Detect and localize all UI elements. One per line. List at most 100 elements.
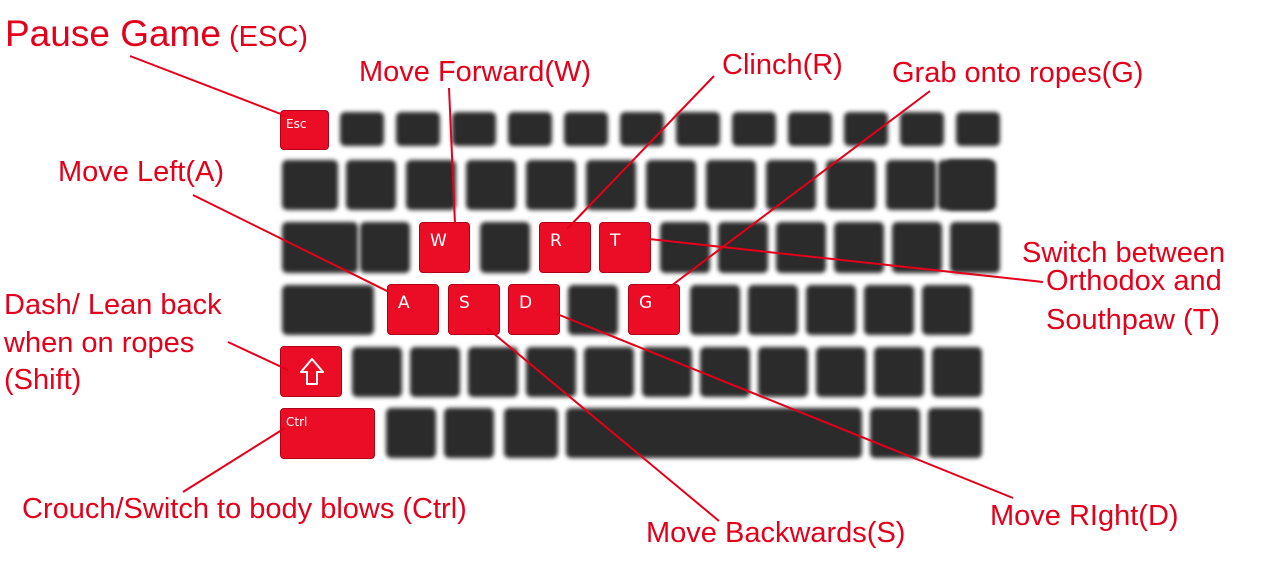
key-r: R [539,222,591,273]
pause-game-key: (ESC) [229,21,308,53]
keyboard-key [526,347,576,397]
line-right [556,313,1014,499]
keyboard-key [766,160,816,210]
label-crouch: Crouch/Switch to body blows (Ctrl) [22,493,467,525]
key-t: T [599,222,651,273]
key-d-label: D [519,293,533,313]
dash-line-3: (Shift) [4,364,82,397]
label-move-backwards: Move Backwards(S) [646,517,906,549]
keyboard-key [526,160,576,210]
function-key [788,112,832,146]
key-ctrl: Ctrl [280,408,375,459]
function-key [564,112,608,146]
keyboard-key [874,347,924,397]
key-r-label: R [550,231,562,251]
function-key [340,112,384,146]
keyboard-key [646,160,696,210]
keyboard-key [826,160,876,210]
key-w: W [419,222,470,273]
line-dash [227,341,289,371]
keyboard-key [352,347,402,397]
line-switch [648,238,1044,283]
key-shift [280,346,342,397]
key-t-label: T [610,231,621,251]
dash-line-2: when on ropes [4,326,195,359]
function-key [900,112,944,146]
keyboard-key [950,222,1000,273]
keyboard-key [584,347,634,397]
keyboard-key [504,408,558,458]
label-grab-ropes: Grab onto ropes(G) [892,57,1144,89]
keyboard-key [816,347,866,397]
key-w-label: W [430,231,447,251]
keyboard-key [932,347,982,397]
key-s-label: S [459,293,470,313]
keyboard-key [406,160,456,210]
line-crouch [182,427,286,493]
keyboard-key [346,160,396,210]
keyboard-key [776,222,826,273]
switch-line-2: Orthodox and [1046,265,1222,298]
function-key [956,112,1000,146]
switch-line-1: Switch between [1022,237,1226,269]
key-esc: Esc [280,110,329,150]
label-clinch: Clinch(R) [722,49,843,81]
keyboard-key [892,222,942,273]
label-switch-stance: Switch between Orthodox and Southpaw (T) [1022,235,1225,338]
keyboard-key [928,408,982,458]
key-a: A [387,284,439,335]
keyboard-key [444,408,494,458]
key-s: S [448,284,500,335]
keyboard-key [758,347,808,397]
keyboard-key [480,222,530,273]
keyboard-key [386,408,436,458]
line-clinch [566,75,715,230]
keyboard-key [922,285,972,335]
keyboard-key [938,160,992,210]
key-d: D [508,284,560,335]
keyboard-key [706,160,756,210]
dash-line-1: Dash/ Lean back [4,289,222,321]
label-pause-game: Pause Game (ESC) [5,12,308,56]
keyboard-key [360,222,410,273]
keyboard-key [568,285,618,335]
label-move-left: Move Left(A) [58,156,224,188]
function-key [396,112,440,146]
keyboard-key [282,160,338,210]
keyboard-key [466,160,516,210]
keyboard-key [690,285,740,335]
tab-key [282,222,358,273]
line-forward [448,87,456,225]
line-grab [666,90,931,290]
function-key [452,112,496,146]
label-move-right: Move RIght(D) [990,500,1179,532]
key-ctrl-label: Ctrl [286,415,308,429]
pause-game-text: Pause Game [5,13,221,54]
function-key [508,112,552,146]
keyboard-key [864,285,914,335]
shift-arrow-icon [300,358,324,385]
function-key [676,112,720,146]
line-left [192,194,390,293]
function-key [732,112,776,146]
caps-lock-key [282,285,374,335]
keyboard-key [660,222,710,273]
function-key [620,112,664,146]
label-move-forward: Move Forward(W) [359,56,592,88]
keyboard-key [886,160,936,210]
keyboard-key [642,347,692,397]
key-a-label: A [398,293,410,313]
line-pause [129,55,287,117]
label-dash: Dash/ Lean back when on ropes (Shift) [4,287,222,400]
keyboard-key [806,285,856,335]
key-g: G [628,284,680,335]
keyboard-key [410,347,460,397]
key-esc-label: Esc [286,117,307,131]
keyboard-key [468,347,518,397]
switch-line-3: Southpaw (T) [1046,303,1221,336]
line-backwards [486,327,720,522]
keyboard-key [748,285,798,335]
key-g-label: G [639,293,653,313]
